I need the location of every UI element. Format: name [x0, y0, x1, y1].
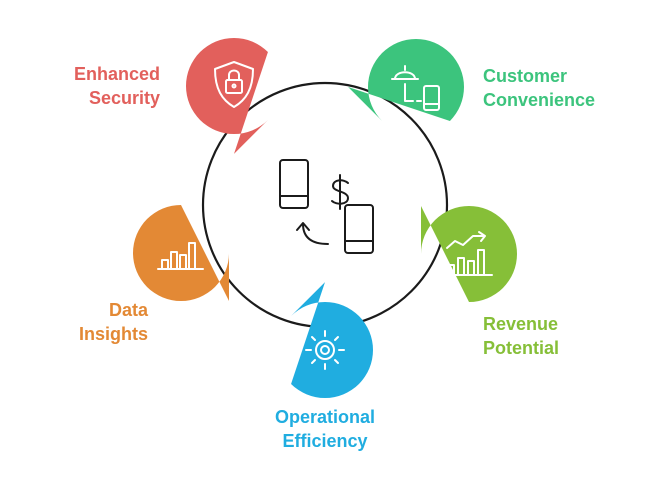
gear-icon: [305, 330, 345, 370]
revenue-petal: [421, 206, 517, 302]
efficiency-petal-shape: [291, 282, 373, 398]
revenue-label-line2: Potential: [483, 338, 560, 358]
convenience-petal: [348, 39, 464, 121]
convenience-label: Customer Convenience: [483, 64, 633, 112]
revenue-label-line1: Revenue: [483, 314, 559, 334]
security-label-line1: Enhanced: [73, 64, 160, 84]
convenience-label-line2: Convenience: [483, 90, 596, 110]
growth-chart-icon: [443, 231, 493, 276]
insights-label-line1: Data: [108, 300, 148, 320]
efficiency-label-line1: Operational: [274, 407, 376, 427]
phone-payment-transfer-icon: [279, 159, 374, 254]
insights-label-line2: Insights: [78, 324, 148, 344]
insights-label: Data Insights: [28, 298, 148, 346]
efficiency-petal: [291, 282, 373, 398]
security-petal-shape: [186, 38, 268, 154]
revenue-petal-shape: [421, 206, 517, 302]
security-label-line2: Security: [88, 88, 160, 108]
insights-petal-shape: [133, 205, 229, 301]
efficiency-label-line2: Efficiency: [282, 431, 368, 451]
security-label: Enhanced Security: [40, 62, 160, 110]
insights-petal: [133, 205, 229, 301]
shield-lock-icon: [214, 61, 254, 108]
service-bell-mobile-icon: [391, 65, 440, 111]
revenue-label: Revenue Potential: [483, 312, 633, 360]
convenience-label-line1: Customer: [483, 66, 568, 86]
bar-chart-icon: [157, 242, 204, 270]
efficiency-label: Operational Efficiency: [245, 405, 405, 453]
security-petal: [186, 38, 268, 154]
convenience-petal-shape: [348, 39, 464, 121]
